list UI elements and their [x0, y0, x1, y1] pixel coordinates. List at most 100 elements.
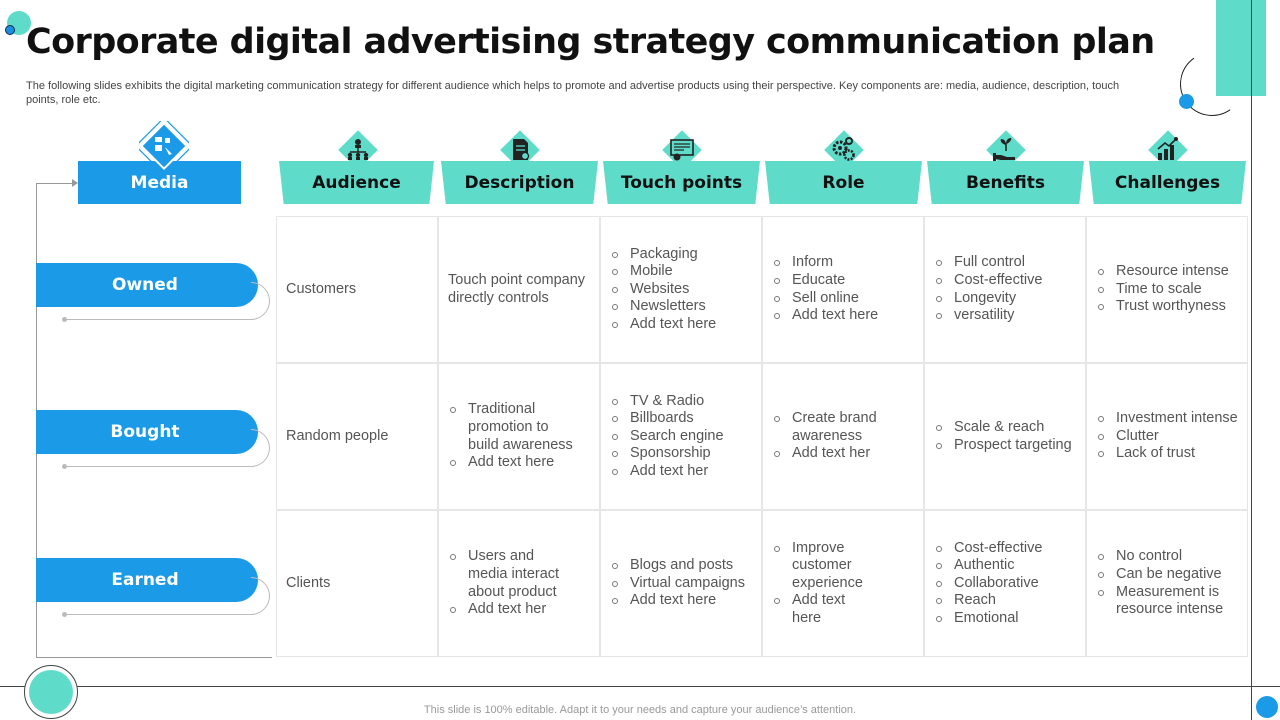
row-label-bought: Bought: [36, 410, 258, 454]
header-label: Role: [822, 172, 865, 193]
list-item: TV & Radio: [611, 393, 724, 411]
table-cell-benefits: Full control Cost-effective Longevity ve…: [924, 216, 1086, 363]
list-item: Emotional: [935, 610, 1042, 628]
list-item: Measurement is resource intense: [1097, 584, 1235, 619]
page-subtitle: The following slides exhibits the digita…: [26, 80, 1120, 106]
list-item: Prospect targeting: [935, 437, 1072, 455]
header-label: Media: [130, 172, 189, 193]
bullet-list: Traditional promotion to build awareness…: [439, 401, 579, 471]
bullet-list: Investment intense Clutter Lack of trust: [1087, 410, 1238, 463]
table-cell-description: Touch point company directly controls: [438, 216, 600, 363]
row-label: Bought: [110, 422, 180, 442]
list-item: Add text her: [773, 445, 909, 463]
list-item: Clutter: [1097, 428, 1238, 446]
table-cell-touch-points: TV & Radio Billboards Search engine Spon…: [600, 363, 762, 510]
list-item: Sponsorship: [611, 445, 724, 463]
row-connector-line: [64, 466, 252, 467]
decor-horizontal-line: [0, 686, 1280, 687]
decor-circle-blue: [5, 25, 15, 35]
list-item: Users and media interact about product: [449, 548, 571, 601]
cell-text: Clients: [286, 574, 331, 591]
list-item: Mobile: [611, 263, 716, 281]
list-item: Add text here: [611, 592, 745, 610]
list-item: Full control: [935, 254, 1042, 272]
touch-screen-icon: [662, 130, 702, 170]
table-cell-challenges: No control Can be negative Measurement i…: [1086, 510, 1248, 657]
list-item: Resource intense: [1097, 263, 1229, 281]
list-item: Collaborative: [935, 575, 1042, 593]
list-item: Reach: [935, 592, 1042, 610]
header-label: Touch points: [620, 172, 743, 193]
list-item: Add text here: [773, 307, 878, 325]
page-title: Corporate digital advertising strategy c…: [26, 22, 1155, 62]
bullet-list: Full control Cost-effective Longevity ve…: [925, 254, 1042, 324]
row-connector-line: [64, 614, 252, 615]
list-item: Trust worthyness: [1097, 298, 1229, 316]
decor-vertical-line: [1251, 0, 1252, 720]
list-item: Packaging: [611, 246, 716, 264]
list-item: Sell online: [773, 290, 878, 308]
footer-note: This slide is 100% editable. Adapt it to…: [423, 704, 857, 716]
list-item: Search engine: [611, 428, 724, 446]
decor-circle-blue-right: [1179, 94, 1194, 109]
row-label: Earned: [111, 570, 179, 590]
list-item: Websites: [611, 281, 716, 299]
header-label: Benefits: [966, 172, 1045, 193]
list-item: Add text her: [449, 601, 571, 619]
strategy-table: Customers Touch point company directly c…: [276, 216, 1250, 659]
gears-icon: [824, 130, 864, 170]
row-connector-line: [64, 319, 252, 320]
bullet-list: Create brand awareness Add text her: [763, 410, 909, 463]
table-cell-role: Inform Educate Sell online Add text here: [762, 216, 924, 363]
list-item: Time to scale: [1097, 281, 1229, 299]
table-cell-touch-points: Packaging Mobile Websites Newsletters Ad…: [600, 216, 762, 363]
table-cell-touch-points: Blogs and posts Virtual campaigns Add te…: [600, 510, 762, 657]
connector-arrow-icon: [72, 179, 78, 187]
list-item: Billboards: [611, 410, 724, 428]
bullet-list: Cost-effective Authentic Collaborative R…: [925, 540, 1042, 628]
table-cell-audience: Customers: [276, 216, 438, 363]
list-item: Can be negative: [1097, 566, 1235, 584]
network-icon: [338, 130, 378, 170]
bullet-list: Blogs and posts Virtual campaigns Add te…: [601, 557, 745, 610]
list-item: Blogs and posts: [611, 557, 745, 575]
hand-plant-icon: [986, 130, 1026, 170]
list-item: Newsletters: [611, 298, 716, 316]
decor-rect-teal: [1216, 0, 1266, 96]
row-label-owned: Owned: [36, 263, 258, 307]
header-challenges: Challenges: [1089, 161, 1246, 204]
list-item: Create brand awareness: [773, 410, 909, 445]
header-label: Audience: [312, 172, 401, 193]
list-item: Add text here: [611, 316, 716, 334]
cell-text: Touch point company directly controls: [448, 271, 586, 306]
cell-text: Random people: [286, 427, 389, 444]
table-cell-role: Improve customer experience Add text her…: [762, 510, 924, 657]
table-cell-challenges: Investment intense Clutter Lack of trust: [1086, 363, 1248, 510]
header-media: Media: [78, 161, 241, 204]
table-cell-role: Create brand awareness Add text her: [762, 363, 924, 510]
bullet-list: Resource intense Time to scale Trust wor…: [1087, 263, 1229, 316]
list-item: Add text her: [611, 463, 724, 481]
list-item: Traditional promotion to build awareness: [449, 401, 579, 454]
connector-line: [36, 183, 76, 184]
decor-circle-blue-bottom: [1256, 696, 1278, 718]
list-item: Investment intense: [1097, 410, 1238, 428]
row-connector-dot: [62, 612, 67, 617]
list-item: versatility: [935, 307, 1042, 325]
header-benefits: Benefits: [927, 161, 1084, 204]
table-cell-audience: Clients: [276, 510, 438, 657]
list-item: Cost-effective: [935, 540, 1042, 558]
row-connector-dot: [62, 317, 67, 322]
growth-chart-icon: [1148, 130, 1188, 170]
connector-line: [36, 657, 272, 658]
table-cell-benefits: Cost-effective Authentic Collaborative R…: [924, 510, 1086, 657]
list-item: Add text here: [773, 592, 873, 627]
list-item: Improve customer experience: [773, 540, 873, 593]
list-item: Scale & reach: [935, 419, 1072, 437]
list-item: Inform: [773, 254, 878, 272]
list-item: Educate: [773, 272, 878, 290]
list-item: Authentic: [935, 557, 1042, 575]
media-icon: [139, 121, 189, 171]
list-item: No control: [1097, 548, 1235, 566]
bullet-list: Inform Educate Sell online Add text here: [763, 254, 878, 324]
